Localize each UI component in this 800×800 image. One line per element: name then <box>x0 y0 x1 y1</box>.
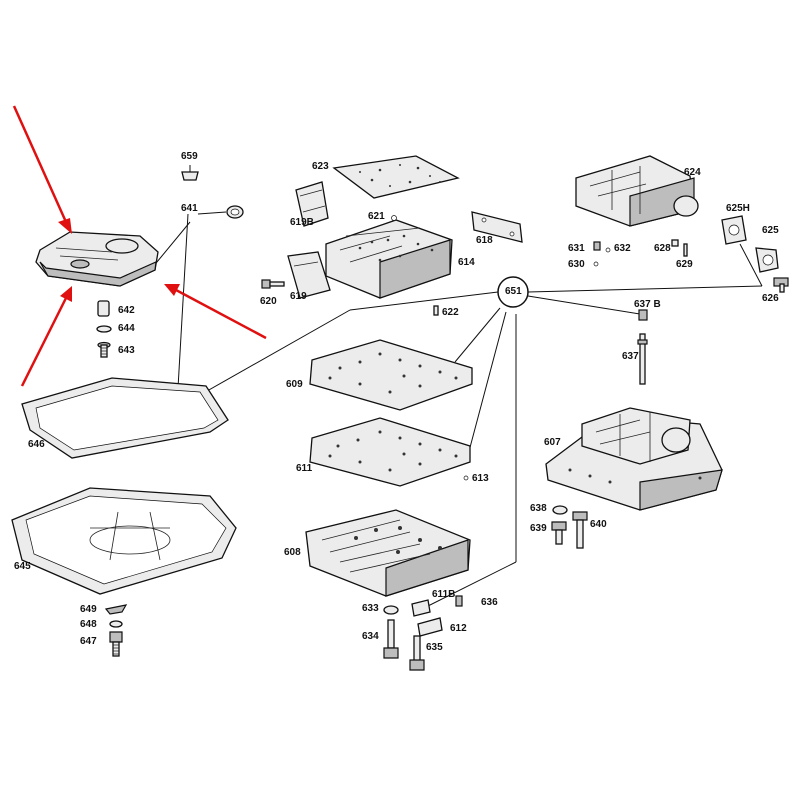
label-634: 634 <box>362 631 379 642</box>
shaft-637 <box>637 309 648 385</box>
highlight-arrows <box>12 105 267 387</box>
label-645: 645 <box>14 561 31 572</box>
label-643: 643 <box>118 345 135 356</box>
drain-plug-set <box>104 604 128 657</box>
valve-body-607 <box>545 407 723 511</box>
valve-body-614 <box>325 219 453 299</box>
screws-633-634-635 <box>383 605 425 671</box>
label-620: 620 <box>260 296 277 307</box>
arrowhead-1 <box>58 218 72 234</box>
leader-625h <box>739 243 763 287</box>
leader-646-651 <box>199 309 351 396</box>
label-624: 624 <box>684 167 701 178</box>
label-628: 628 <box>654 243 671 254</box>
small-springs <box>593 239 688 267</box>
arrow-3 <box>175 288 267 340</box>
label-619b: 619B <box>290 217 314 228</box>
label-641: 641 <box>181 203 198 214</box>
label-636: 636 <box>481 597 498 608</box>
label-618: 618 <box>476 235 493 246</box>
label-621: 621 <box>368 211 385 222</box>
leader-611 <box>467 311 507 456</box>
separator-plate-611 <box>309 417 471 487</box>
label-642: 642 <box>118 305 135 316</box>
label-611: 611 <box>296 463 313 474</box>
leader-641-filter <box>151 221 191 269</box>
label-651: 651 <box>505 286 522 297</box>
label-633: 633 <box>362 603 379 614</box>
label-623: 623 <box>312 161 329 172</box>
label-625h: 625H <box>726 203 750 214</box>
label-630: 630 <box>568 259 585 270</box>
label-647: 647 <box>80 636 97 647</box>
screw-626 <box>773 277 789 293</box>
leader-641-seal <box>197 211 227 215</box>
bracket-619b <box>295 181 329 227</box>
screw-620 <box>261 279 285 289</box>
label-637b: 637 B <box>634 299 661 310</box>
label-611b: 611B <box>432 589 456 600</box>
plug-and-seal <box>181 171 244 219</box>
label-608: 608 <box>284 547 301 558</box>
oil-filter <box>35 231 159 287</box>
label-632: 632 <box>614 243 631 254</box>
label-609: 609 <box>286 379 303 390</box>
label-659: 659 <box>181 151 198 162</box>
leader-609 <box>454 307 501 363</box>
pin-621-622 <box>391 215 439 316</box>
label-649: 649 <box>80 604 97 615</box>
label-625: 625 <box>762 225 779 236</box>
valve-body-608 <box>305 509 471 597</box>
label-607: 607 <box>544 437 561 448</box>
bolts-638-640 <box>551 505 588 549</box>
label-622: 622 <box>442 307 459 318</box>
pan-gasket <box>21 377 229 459</box>
housing-624 <box>575 155 699 227</box>
separator-plate-623 <box>332 155 460 199</box>
label-626: 626 <box>762 293 779 304</box>
oil-pan <box>11 487 237 595</box>
arrowhead-2 <box>60 286 72 302</box>
separator-plate-609 <box>309 339 473 411</box>
label-635: 635 <box>426 642 443 653</box>
label-619: 619 <box>290 291 307 302</box>
filter-fasteners <box>96 300 112 358</box>
label-644: 644 <box>118 323 135 334</box>
label-631: 631 <box>568 243 585 254</box>
label-614: 614 <box>458 257 475 268</box>
arrowhead-3 <box>164 284 180 296</box>
label-648: 648 <box>80 619 97 630</box>
label-637: 637 <box>622 351 639 362</box>
leader-611b <box>419 561 517 611</box>
leader-641-pan <box>177 213 189 389</box>
label-639: 639 <box>530 523 547 534</box>
cover-625h <box>721 215 747 245</box>
detent-parts <box>411 595 463 637</box>
callout-651-circle <box>497 276 529 308</box>
arrow-2 <box>20 297 68 387</box>
label-612: 612 <box>450 623 467 634</box>
label-640: 640 <box>590 519 607 530</box>
leader-lines <box>151 165 763 611</box>
bracket-619 <box>287 251 331 299</box>
cap-625 <box>755 247 779 273</box>
leader-651-left <box>349 291 499 311</box>
label-613: 613 <box>472 473 489 484</box>
plate-618 <box>471 211 523 243</box>
leader-651-right <box>527 285 763 293</box>
leader-637b <box>527 295 641 315</box>
label-638: 638 <box>530 503 547 514</box>
label-629: 629 <box>676 259 693 270</box>
arrow-1 <box>12 105 68 223</box>
label-646: 646 <box>28 439 45 450</box>
